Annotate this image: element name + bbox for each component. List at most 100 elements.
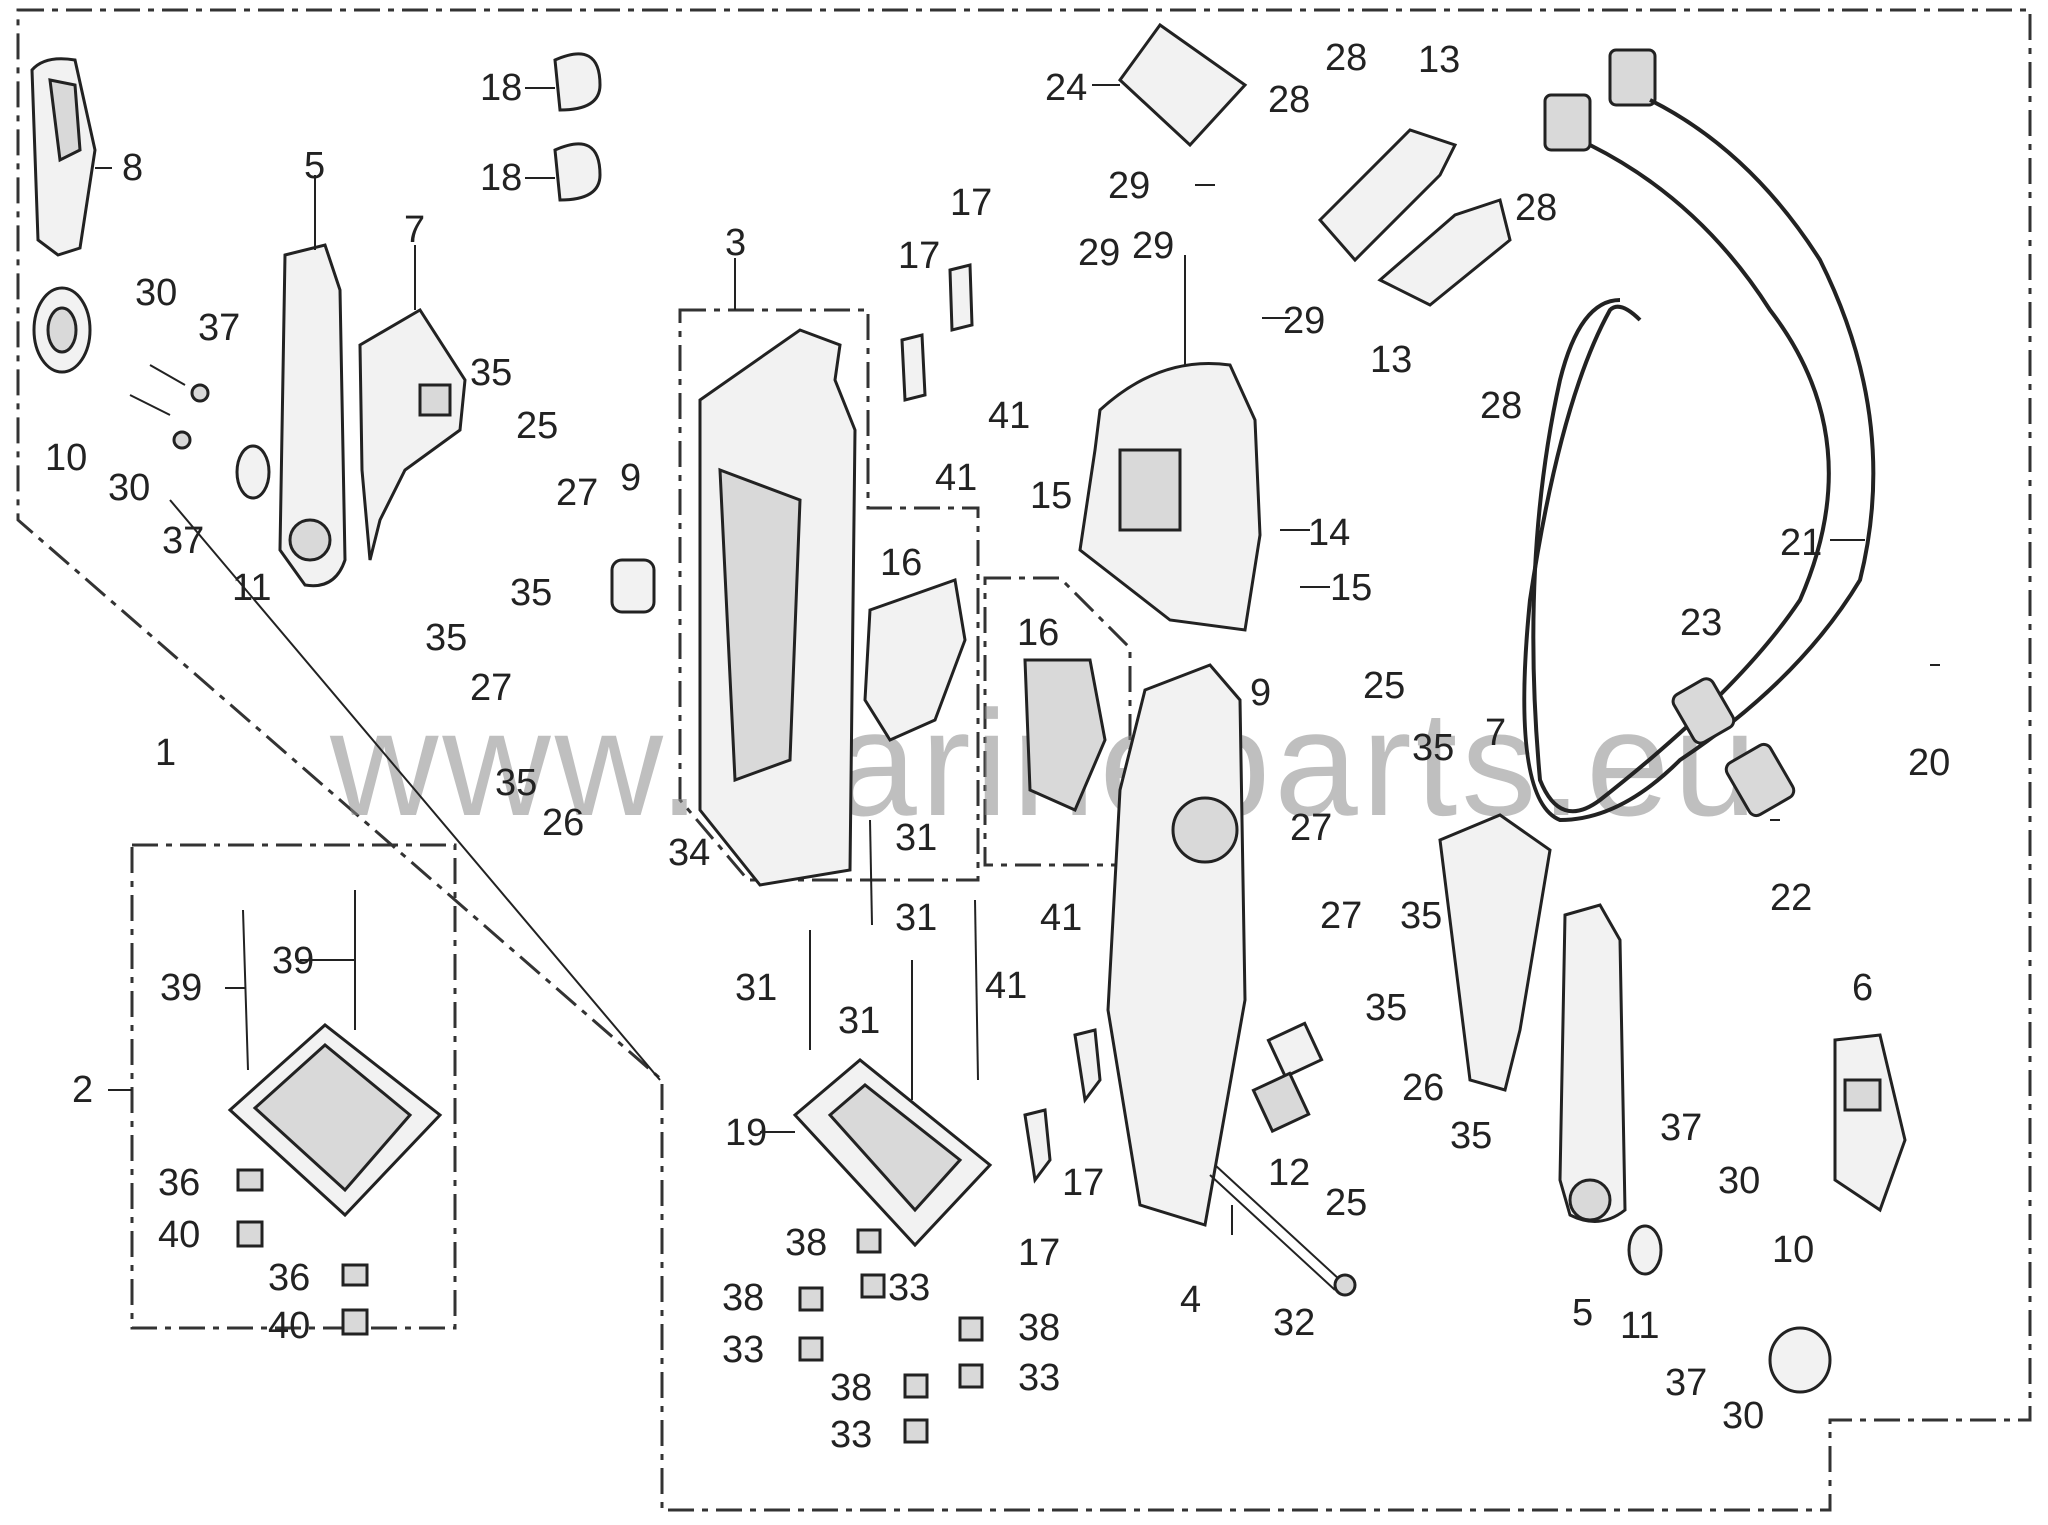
callout-32: 32 (1273, 1302, 1315, 1344)
callout-6: 6 (1852, 967, 1873, 1009)
callout-35-f: 35 (1400, 895, 1442, 937)
callout-35-b: 35 (425, 617, 467, 659)
callout-8: 8 (122, 147, 143, 189)
callout-30-a: 30 (135, 272, 177, 314)
control-lever-arm-5-left (278, 243, 347, 588)
callout-11-right: 11 (1620, 1305, 1659, 1347)
callout-16-left: 16 (880, 542, 922, 584)
callout-22: 22 (1770, 877, 1812, 919)
callout-17-a: 17 (898, 235, 940, 277)
callout-23: 23 (1680, 602, 1722, 644)
control-box-housing-4 (1106, 663, 1247, 1227)
long-bolt-32 (1209, 1164, 1357, 1297)
callout-29-d: 29 (1283, 300, 1325, 342)
callout-25-b: 25 (1363, 665, 1405, 707)
callout-19: 19 (725, 1112, 767, 1154)
callout-35-e: 35 (1412, 727, 1454, 769)
washer-11-right (1627, 1224, 1663, 1276)
clip-18-bottom (553, 142, 602, 202)
bolts-31 (809, 819, 979, 1100)
callout-28-a: 28 (1325, 37, 1367, 79)
callout-12: 12 (1268, 1152, 1310, 1194)
callout-34: 34 (668, 832, 710, 874)
callout-33-d: 33 (830, 1414, 872, 1456)
callout-38-b: 38 (722, 1277, 764, 1319)
callout-41-b: 41 (935, 457, 977, 499)
callout-2: 2 (72, 1069, 93, 1111)
callout-40-a: 40 (158, 1214, 200, 1256)
callout-38-d: 38 (830, 1367, 872, 1409)
callout-31-c: 31 (735, 967, 777, 1009)
cover-9-left (610, 558, 656, 614)
callout-25-a: 25 (516, 405, 558, 447)
callout-20: 20 (1908, 742, 1950, 784)
callout-37-c: 37 (1660, 1107, 1702, 1149)
plate-16-left (863, 577, 967, 742)
cap-24 (1118, 22, 1248, 148)
grommet-10-right (1768, 1326, 1832, 1394)
lever-boot-7-left (358, 307, 467, 561)
gasket-19 (792, 1058, 993, 1248)
leader-lines (95, 84, 1940, 1235)
callout-30-d: 30 (1722, 1395, 1764, 1437)
callout-41-d: 41 (985, 965, 1027, 1007)
callout-33-a: 33 (888, 1267, 930, 1309)
callout-29-c: 29 (1132, 225, 1174, 267)
callout-28-b: 28 (1268, 79, 1310, 121)
connector-23 (1671, 677, 1736, 745)
callout-11-left: 11 (232, 567, 271, 609)
callout-25-c: 25 (1325, 1182, 1367, 1224)
callout-18-bottom: 18 (480, 157, 522, 199)
callout-27-d: 27 (1320, 895, 1362, 937)
connector-22 (1724, 742, 1796, 818)
callout-14: 14 (1308, 512, 1350, 554)
callout-17-c: 17 (1062, 1162, 1104, 1204)
callout-10-right: 10 (1772, 1229, 1814, 1271)
callout-4: 4 (1180, 1279, 1201, 1321)
callout-37-b: 37 (162, 520, 204, 562)
callout-3: 3 (725, 222, 746, 264)
callout-26-a: 26 (542, 802, 584, 844)
callout-31-a: 31 (895, 817, 937, 859)
callout-39-b: 39 (272, 940, 314, 982)
callout-13-bottom: 13 (1370, 339, 1412, 381)
callout-35-d: 35 (495, 762, 537, 804)
assembly-frame (16, 8, 2032, 1512)
callout-41-a: 41 (988, 395, 1030, 437)
callout-labels: 8 5 7 18 18 30 37 10 30 37 11 35 25 27 9… (45, 37, 1950, 1456)
housing-4-frame (983, 576, 1132, 867)
callout-36-b: 36 (268, 1257, 310, 1299)
control-box-housing-3 (698, 328, 857, 887)
callout-9-left: 9 (620, 457, 641, 499)
bracket-13-top (1317, 128, 1458, 263)
callout-28-d: 28 (1480, 385, 1522, 427)
callout-17-d: 17 (1018, 1232, 1060, 1274)
gasket-kit-frame (130, 843, 457, 1330)
callout-15-b: 15 (1330, 567, 1372, 609)
callout-28-c: 28 (1515, 187, 1557, 229)
control-box-cover-14 (1078, 361, 1262, 632)
callout-39-a: 39 (160, 967, 202, 1009)
control-lever-arm-5-right (1558, 903, 1627, 1223)
callout-30-c: 30 (1718, 1160, 1760, 1202)
nuts-38-33 (798, 1228, 984, 1444)
callout-29-b: 29 (1078, 232, 1120, 274)
callout-35-c: 35 (510, 572, 552, 614)
callout-31-d: 31 (838, 1000, 880, 1042)
callout-13-top: 13 (1418, 39, 1460, 81)
callout-29-a: 29 (1108, 165, 1150, 207)
callout-7-left: 7 (404, 209, 425, 251)
callout-15-a: 15 (1030, 475, 1072, 517)
lever-boot-7-right (1438, 813, 1552, 1092)
clips-17-upper (900, 263, 974, 402)
bolts-30-left (129, 364, 210, 450)
callout-33-c: 33 (1018, 1357, 1060, 1399)
callout-16-right: 16 (1017, 612, 1059, 654)
callout-33-b: 33 (722, 1329, 764, 1371)
nuts-36-40 (236, 1168, 369, 1336)
callout-5-right: 5 (1572, 1292, 1593, 1334)
callout-21: 21 (1780, 522, 1822, 564)
bracket-13-bottom (1377, 198, 1512, 307)
callout-7-right: 7 (1485, 712, 1506, 754)
